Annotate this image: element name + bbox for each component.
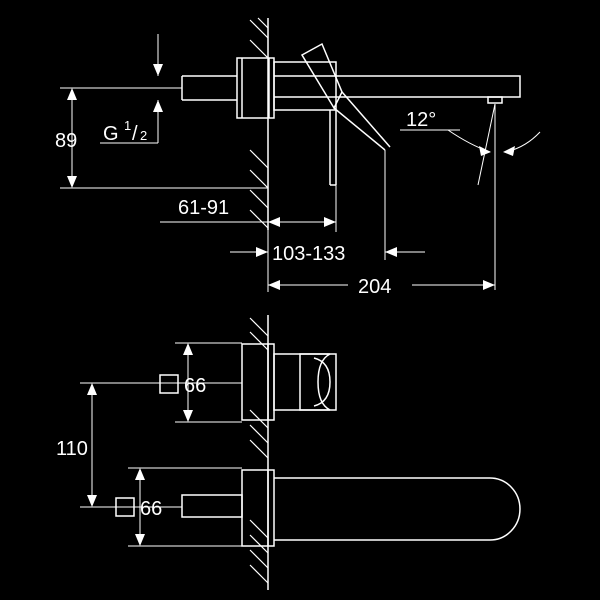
dimension-61-91: 61-91: [160, 185, 337, 292]
inlet-pipe-bottom: [181, 494, 243, 518]
lever-front: [299, 353, 331, 411]
dimension-66-bottom: 66: [115, 467, 242, 547]
label-12-deg: 12°: [406, 109, 436, 131]
label-103-133: 103-133: [272, 243, 345, 265]
thread-num: 1: [124, 118, 131, 133]
label-66-bottom: 66: [140, 498, 162, 520]
wall-bottom: [249, 315, 269, 590]
label-66-top: 66: [184, 375, 206, 397]
spout-front: [241, 469, 521, 547]
square-symbol-bottom: [115, 497, 135, 517]
label-110: 110: [56, 438, 88, 460]
dimension-66-top: 66: [159, 342, 242, 423]
wall-top: [249, 17, 269, 230]
dimension-103-133: 103-133: [230, 150, 425, 265]
dimension-110: 110: [56, 382, 242, 508]
dimension-204: 204: [268, 276, 495, 298]
label-204: 204: [358, 276, 391, 298]
label-89: 89: [55, 130, 77, 152]
label-61-91: 61-91: [178, 197, 229, 219]
thread-callout: G 1 / 2: [100, 34, 163, 145]
thread-slash: /: [132, 123, 138, 145]
spout-side: [274, 75, 521, 290]
handle-plate-front: [241, 343, 337, 421]
angle-12: 12°: [400, 103, 541, 186]
lever-side: [300, 42, 391, 151]
thread-den: 2: [140, 128, 147, 143]
wall-plate-top: [236, 57, 275, 119]
dimension-89: 89: [55, 87, 268, 189]
square-symbol-top: [159, 374, 179, 394]
handle-body-side: [273, 61, 337, 186]
inlet-pipe-top: [181, 75, 237, 101]
thread-g: G: [103, 123, 119, 145]
